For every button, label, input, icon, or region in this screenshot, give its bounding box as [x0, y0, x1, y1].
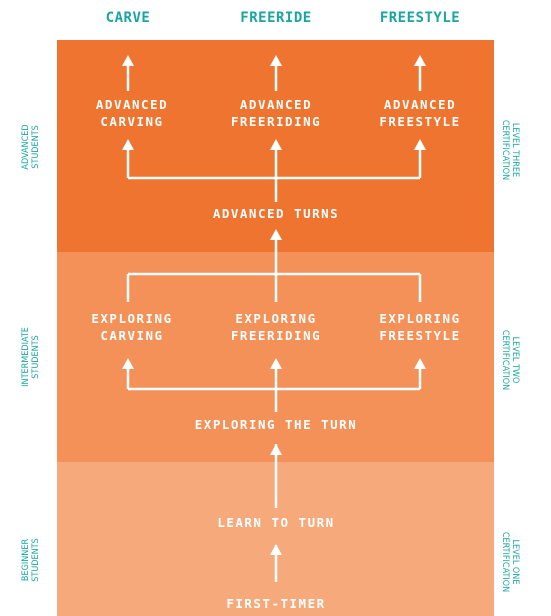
- side-label-advanced-students: ADVANCED STUDENTS: [21, 124, 41, 170]
- node-advanced-carving: ADVANCED CARVING: [95, 97, 169, 129]
- node-advanced-freestyle: ADVANCED FREESTYLE: [379, 97, 461, 129]
- node-learn-to-turn: LEARN TO TURN: [217, 515, 335, 530]
- label-carve: CARVE: [105, 10, 151, 26]
- node-exploring-freestyle: EXPLORING FREESTYLE: [379, 311, 461, 343]
- node-advanced-turns: ADVANCED TURNS: [212, 206, 340, 221]
- side-label-level-one-certification: LEVEL ONE CERTIFICATION: [500, 531, 520, 593]
- label-freeride: FREERIDE: [240, 10, 312, 26]
- node-exploring-freeriding: EXPLORING FREERIDING: [230, 311, 322, 343]
- node-advanced-freeriding: ADVANCED FREERIDING: [230, 97, 322, 129]
- node-exploring-the-turn: EXPLORING THE TURN: [194, 417, 358, 432]
- side-label-level-two-certification: LEVEL TWO CERTIFICATION: [500, 329, 520, 391]
- node-exploring-carving: EXPLORING CARVING: [91, 311, 173, 343]
- side-label-intermediate-students: INTERMEDIATE STUDENTS: [21, 327, 41, 387]
- label-freestyle: FREESTYLE: [379, 10, 461, 26]
- side-label-level-three-certification: LEVEL THREE CERTIFICATION: [500, 119, 520, 181]
- side-label-beginner-students: BEGINNER STUDENTS: [21, 538, 41, 582]
- node-first-timer: FIRST-TIMER: [226, 596, 326, 611]
